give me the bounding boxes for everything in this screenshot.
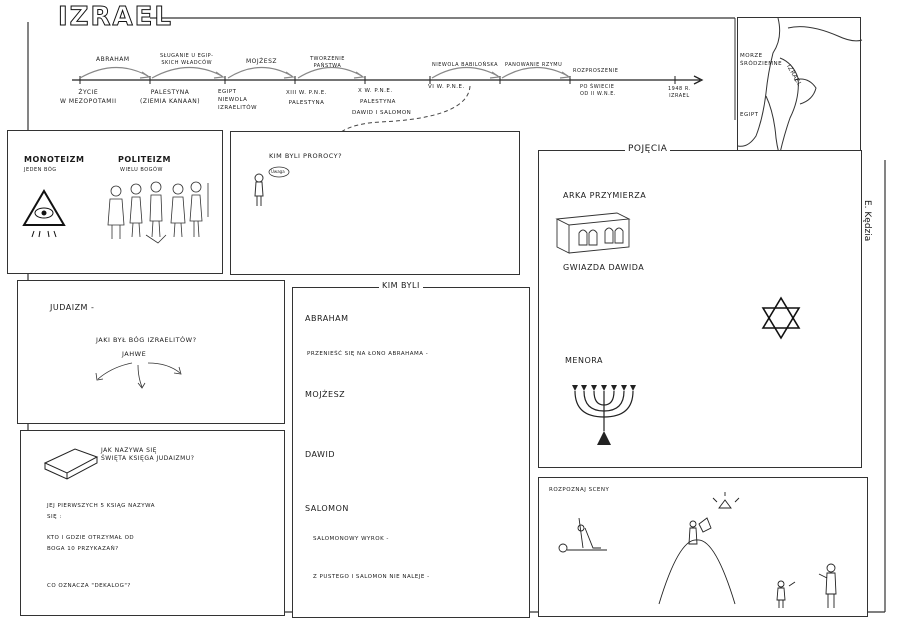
concept-menorah: Menora xyxy=(565,356,603,365)
map-sea-l2: Śródziemne xyxy=(740,61,783,67)
map-egypt: Egipt xyxy=(740,112,759,118)
who-abraham: Abraham xyxy=(305,314,349,323)
mono-desc: jeden bóg xyxy=(24,167,57,173)
timeline-label-diaspora-l3: od II w.n.e. xyxy=(580,91,616,97)
star-of-david-icon xyxy=(761,296,801,340)
timeline-below-6-l2: Izrael xyxy=(669,93,690,99)
map-sea-l1: Morze xyxy=(740,53,763,59)
timeline-below-6: 1948 r. Izrael xyxy=(668,86,691,100)
prophets-box: Kim byli prorocy? Uwaga xyxy=(230,131,520,275)
judaism-title: Judaizm - xyxy=(50,303,95,312)
holy-book-q3-l2: Boga 10 przykazań? xyxy=(47,546,119,552)
who-dawid: Dawid xyxy=(305,450,335,459)
holy-book-q2-l2: się : xyxy=(47,514,62,520)
map-box: Morze Śródziemne Izrael Egipt xyxy=(737,17,863,163)
mono-label: Monoteizm xyxy=(24,155,85,164)
religions-box: Monoteizm jeden bóg Politeizm wielu bogó… xyxy=(7,130,223,274)
timeline-below-4-l1: X w. p.n.e. xyxy=(358,88,393,94)
timeline-label-diaspora-l2: po świecie xyxy=(580,84,615,90)
holy-book-q4: Co oznacza "Dekalog"? xyxy=(47,583,131,589)
poly-desc: wielu bogów xyxy=(120,167,163,173)
timeline-below-6-l1: 1948 r. xyxy=(668,86,691,92)
concepts-box: Pojęcia Arka Przymierza Gwiazda Dawida M… xyxy=(538,144,862,468)
prophets-question: Kim byli prorocy? xyxy=(269,152,343,160)
timeline-below-2-l3: Izraelitów xyxy=(218,105,258,111)
concepts-header: Pojęcia xyxy=(625,144,671,154)
page-title: Izrael xyxy=(58,2,173,33)
timeline-below-4-l2: Palestyna xyxy=(360,99,396,105)
gods-figures-icon xyxy=(107,181,209,244)
timeline-label-slavery-l1: Sługanie u Egip- xyxy=(160,53,214,59)
who-salomon: Salomon xyxy=(305,504,349,513)
holy-book-q3: Kto i gdzie otrzymał od Boga 10 przykaza… xyxy=(47,533,134,555)
timeline-arrow xyxy=(72,66,704,141)
timeline-label-diaspora-lower: po świecie od II w.n.e. xyxy=(580,84,616,98)
scenes-drawing xyxy=(558,492,837,608)
holy-book-q3-l1: Kto i gdzie otrzymał od xyxy=(47,535,135,541)
timeline-below-2-l2: niewola xyxy=(218,97,248,103)
timeline-label-state-l2: państwa xyxy=(313,63,342,69)
who-were-box: Kim byli Abraham przenieść się na łono A… xyxy=(292,281,530,618)
timeline-label-slavery: Sługanie u Egip- skich władców xyxy=(160,53,213,67)
timeline-below-3-l2: Palestyna xyxy=(288,100,325,106)
holy-book-q-l1: Jak nazywa się xyxy=(101,447,157,454)
holy-book-q-l2: święta księga judaizmu? xyxy=(101,455,195,462)
scenes-box: Rozpoznaj sceny xyxy=(538,477,868,617)
menorah-icon xyxy=(572,385,636,445)
who-abraham-phrase: przenieść się na łono Abrahama - xyxy=(307,351,429,357)
timeline-below-2-l1: Egipt xyxy=(218,89,237,95)
prophet-figure-icon xyxy=(254,166,290,206)
timeline-below-5: VI w. p.n.e. xyxy=(428,84,465,90)
timeline-below-1: Palestyna (ziemia Kanaan) xyxy=(140,88,200,106)
map-drawing xyxy=(737,17,863,163)
timeline-label-diaspora-l1: Rozproszenie xyxy=(573,68,619,74)
holy-book-q2: Jej pierwszych 5 ksiąg nazywa się : xyxy=(47,501,155,523)
timeline-label-diaspora: Rozproszenie xyxy=(573,68,618,75)
timeline-below-2: Egipt niewola Izraelitów xyxy=(218,88,257,112)
timeline-below-0-l1: Życie xyxy=(78,89,99,96)
timeline-label-mojzesz: Mojżesz xyxy=(246,58,277,65)
judaism-answer: Jahwe xyxy=(122,350,147,358)
timeline-below-3-l1: XIII w. p.n.e. xyxy=(286,90,327,96)
timeline-below-4-l3: Dawid i Salomon xyxy=(352,110,412,116)
holy-book-question: Jak nazywa się święta księga judaizmu? xyxy=(101,447,194,463)
timeline-label-abraham: Abraham xyxy=(96,56,130,63)
poly-label: Politeizm xyxy=(118,155,171,164)
map-sea: Morze Śródziemne xyxy=(740,52,782,68)
timeline-below-1-l1: Palestyna xyxy=(150,89,190,96)
judaism-arrows xyxy=(95,362,182,389)
timeline-label-state-l1: Tworzenie xyxy=(310,56,345,62)
who-salomon-phrase1: salomonowy wyrok - xyxy=(313,536,389,542)
timeline-label-slavery-l2: skich władców xyxy=(161,60,213,66)
judaism-box: Judaizm - Jaki był Bóg Izraelitów? Jahwe xyxy=(17,280,285,424)
prophet-speech: Uwaga xyxy=(271,169,285,174)
ark-icon xyxy=(555,212,631,254)
timeline-label-babylon: Niewola babilońska xyxy=(432,62,498,68)
judaism-question: Jaki był Bóg Izraelitów? xyxy=(96,336,197,344)
who-mojzesz: Mojżesz xyxy=(305,390,346,399)
who-salomon-phrase2: z pustego i Salomon nie naleje - xyxy=(313,574,430,580)
book-icon xyxy=(43,448,99,480)
eye-triangle-icon xyxy=(22,189,66,238)
who-were-header: Kim byli xyxy=(379,281,423,290)
timeline-below-1-l2: (ziemia Kanaan) xyxy=(140,98,201,105)
timeline-below-0: Życie w Mezopotamii xyxy=(60,88,117,106)
concept-ark: Arka Przymierza xyxy=(563,191,647,200)
scenes-header: Rozpoznaj sceny xyxy=(549,487,610,493)
timeline-below-0-l2: w Mezopotamii xyxy=(60,98,117,105)
concept-star: Gwiazda Dawida xyxy=(563,263,645,272)
timeline-below-3: XIII w. p.n.e. Palestyna xyxy=(286,88,327,108)
author: E. Kędzia xyxy=(862,200,872,242)
holy-book-q2-l1: Jej pierwszych 5 ksiąg nazywa xyxy=(47,503,156,509)
timeline-label-rome: Panowanie Rzymu xyxy=(505,62,563,68)
timeline-label-state: Tworzenie państwa xyxy=(310,56,345,70)
holy-book-box: Jak nazywa się święta księga judaizmu? J… xyxy=(20,430,285,616)
timeline-below-4: X w. p.n.e. Palestyna Dawid i Salomon xyxy=(352,86,411,119)
